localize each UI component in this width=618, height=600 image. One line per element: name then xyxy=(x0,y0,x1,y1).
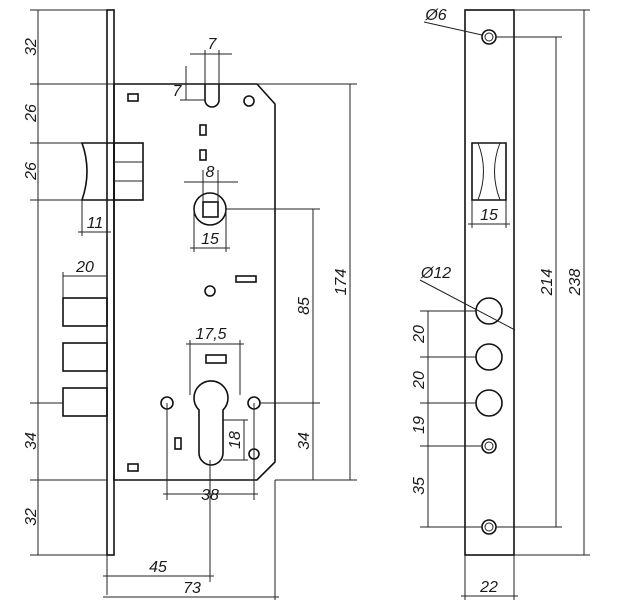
dim-pin-to-screw: 35 xyxy=(411,477,428,495)
case-window-4 xyxy=(235,275,257,283)
bolt-hole-3 xyxy=(475,389,503,417)
latch-housing xyxy=(113,142,144,201)
dim-backset-small: 45 xyxy=(149,559,167,576)
dim-slot-width: 7 xyxy=(208,36,218,53)
dim-bottom-offset: 32 xyxy=(23,508,40,526)
dim-cylinder-height: 18 xyxy=(227,431,244,449)
case-hole-2 xyxy=(204,285,216,297)
dim-bolt-depth: 20 xyxy=(75,259,94,276)
case-window-3 xyxy=(199,149,207,161)
dim-slot-to-latch: 26 xyxy=(23,104,40,123)
pin-hole xyxy=(481,438,497,454)
faceplate-dimension-lines xyxy=(419,9,590,600)
dim-top-offset: 32 xyxy=(23,38,40,56)
dim-backset: 73 xyxy=(183,580,201,597)
dim-bolt-spacing-1: 20 xyxy=(411,325,428,344)
dim-latch-depth: 11 xyxy=(87,215,104,232)
dim-slot-depth: 7 xyxy=(173,83,183,100)
top-screw-hole xyxy=(481,29,497,45)
faceplate-view: Ø6 15 Ø12 20 20 19 35 214 238 22 xyxy=(411,7,590,600)
cylinder-cutout xyxy=(193,380,229,466)
side-dimension-lines xyxy=(30,9,357,600)
latch-bolt xyxy=(80,142,115,201)
dim-cylinder-to-screw: 34 xyxy=(296,432,313,450)
front-plate xyxy=(106,9,115,556)
case-window-6 xyxy=(174,437,182,450)
dead-bolt-3 xyxy=(62,387,108,417)
case-window-5 xyxy=(205,354,227,364)
bolt-hole-2 xyxy=(475,343,503,371)
dim-follower-diameter: 15 xyxy=(201,231,219,248)
dim-follower-to-cylinder: 85 xyxy=(296,297,313,315)
dim-total-length: 238 xyxy=(567,269,584,297)
latch-opening xyxy=(471,142,507,201)
dim-latch-height: 26 xyxy=(23,162,40,181)
case-hole-1 xyxy=(243,95,255,107)
dim-bolt-to-pin: 19 xyxy=(411,416,428,434)
dim-screw-hole: Ø6 xyxy=(424,7,446,24)
dim-latch-width: 15 xyxy=(480,207,498,224)
case-window-7 xyxy=(127,463,139,472)
follower-hub xyxy=(193,192,227,226)
dim-bolt-spacing-2: 20 xyxy=(411,371,428,390)
top-slot xyxy=(204,84,220,108)
dim-screw-spacing: 38 xyxy=(201,487,219,504)
bottom-screw-hole xyxy=(481,519,497,535)
dim-screw-span: 214 xyxy=(539,269,556,297)
lock-side-view: 32 26 26 11 20 7 7 8 15 174 85 17,5 18 3… xyxy=(23,9,357,600)
faceplate xyxy=(464,9,515,556)
dead-bolt-1 xyxy=(62,297,108,327)
dim-cylinder-width: 17,5 xyxy=(195,326,226,343)
dim-height-total: 174 xyxy=(333,269,350,296)
dead-bolt-2 xyxy=(62,342,108,372)
dim-bottom-bolt-to-cylinder: 34 xyxy=(23,432,40,450)
dim-plate-width: 22 xyxy=(479,579,498,596)
case-window-2 xyxy=(199,124,207,136)
spindle-square xyxy=(202,201,219,218)
case-window-1 xyxy=(127,93,139,102)
dim-spindle-square: 8 xyxy=(206,164,215,181)
dim-bolt-hole: Ø12 xyxy=(420,265,451,282)
